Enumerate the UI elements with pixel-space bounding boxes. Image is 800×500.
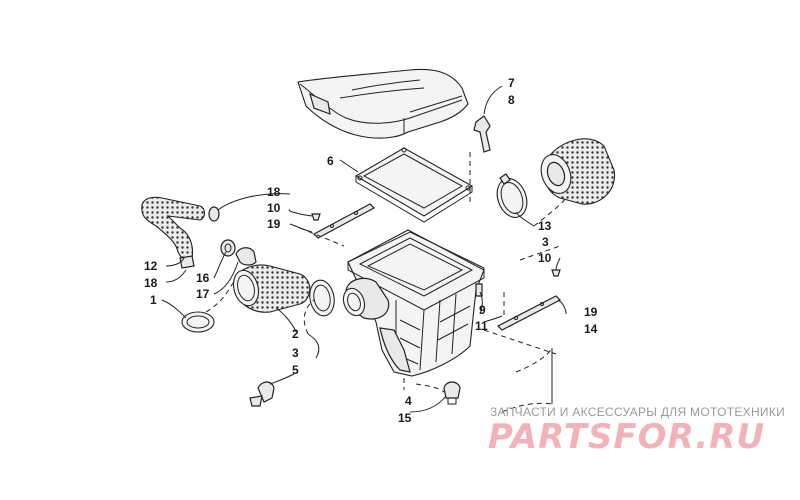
- callout-3-lower: 3: [292, 346, 299, 360]
- callout-18-upper: 18: [267, 185, 281, 199]
- inlet-elbow: [235, 247, 257, 266]
- callout-4: 4: [405, 394, 412, 408]
- clamp-1: [181, 311, 215, 333]
- callout-19-upper: 19: [267, 217, 281, 231]
- watermark-logo: PARTSFOR.RU: [488, 417, 766, 457]
- clamp-ring-upper: [496, 173, 528, 218]
- watermark-tagline: ЗАПЧАСТИ И АКСЕССУАРЫ ДЛЯ МОТОТЕХНИКИ: [490, 405, 786, 419]
- gasket-frame: [354, 147, 474, 223]
- callout-10-upper: 10: [267, 201, 281, 215]
- clamp-16: [220, 239, 236, 257]
- grommet: [443, 381, 461, 405]
- callout-15: 15: [398, 411, 412, 425]
- callout-18-lower: 18: [144, 276, 158, 290]
- callout-6: 6: [327, 154, 334, 168]
- callout-16: 16: [196, 271, 210, 285]
- hose-clamp-18: [208, 206, 220, 222]
- drain-valve: [249, 381, 275, 407]
- intake-duct: [232, 264, 311, 313]
- airbox-housing: [342, 229, 485, 377]
- callout-13: 13: [538, 219, 552, 233]
- callout-5: 5: [292, 363, 299, 377]
- callout-3-upper: 3: [542, 235, 549, 249]
- callout-11: 11: [475, 319, 488, 333]
- clamp-ring-lower: [309, 279, 335, 317]
- retainer-plate-upper: [313, 203, 375, 239]
- callout-2: 2: [292, 327, 299, 341]
- screw-10-lower: [551, 269, 561, 277]
- retainer-plate-lower: [496, 295, 562, 331]
- callout-8: 8: [508, 93, 515, 107]
- callout-19-lower: 19: [584, 305, 598, 319]
- callout-7: 7: [508, 76, 515, 90]
- screw-10-upper: [311, 213, 321, 221]
- air-filter-element: [540, 138, 616, 205]
- callout-1: 1: [150, 293, 157, 307]
- breather-hose: [141, 196, 206, 269]
- clip-bracket: [469, 115, 491, 206]
- callout-9: 9: [479, 303, 486, 317]
- callout-14: 14: [584, 322, 598, 336]
- callout-labels: 7 8 6 18 10 19 13 3 10 12 18 16 17 1 9 1…: [144, 76, 598, 425]
- airbox-cover: [297, 68, 469, 139]
- callout-17: 17: [196, 287, 210, 301]
- callout-10-lower: 10: [538, 251, 552, 265]
- callout-12: 12: [144, 259, 158, 273]
- leader-lines: [161, 85, 567, 413]
